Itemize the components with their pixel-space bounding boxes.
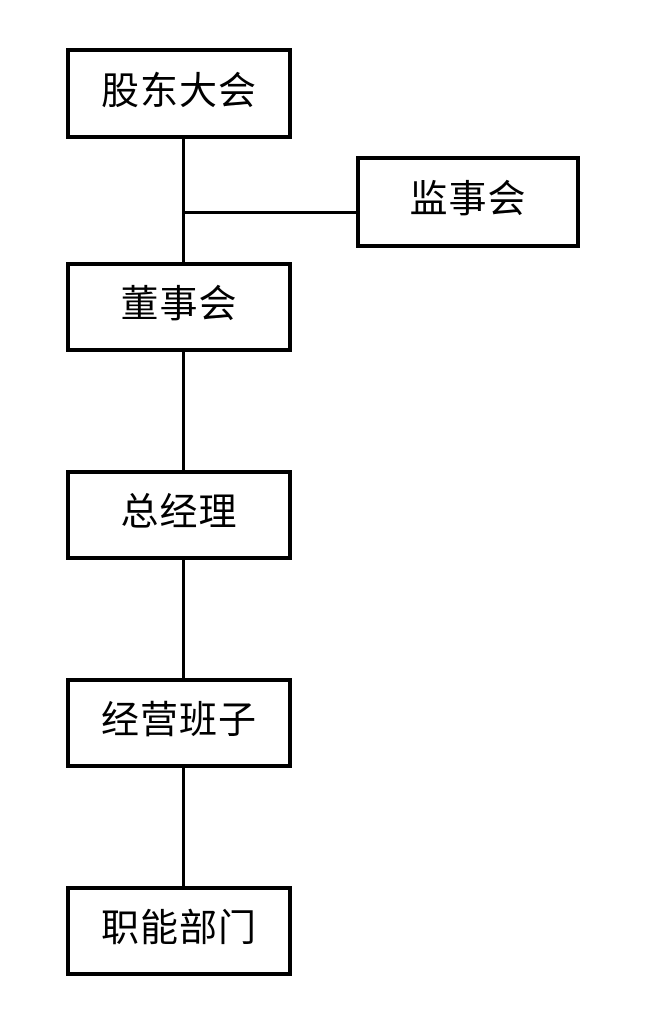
connector-manager-to-team (182, 558, 185, 680)
node-functional-departments[interactable]: 职能部门 (66, 886, 292, 976)
connector-shareholders-to-directors (182, 137, 185, 264)
node-shareholders-meeting[interactable]: 股东大会 (66, 48, 292, 139)
node-label-board-of-supervisors: 监事会 (409, 177, 527, 221)
node-board-of-directors[interactable]: 董事会 (66, 262, 292, 352)
node-label-shareholders-meeting: 股东大会 (100, 68, 257, 113)
node-board-of-supervisors[interactable]: 监事会 (356, 156, 580, 248)
node-management-team[interactable]: 经营班子 (66, 678, 292, 768)
node-label-board-of-directors: 董事会 (120, 282, 238, 326)
connector-trunk-to-supervisors (182, 211, 359, 214)
node-label-management-team: 经营班子 (100, 698, 257, 742)
node-label-functional-departments: 职能部门 (100, 906, 257, 950)
node-label-general-manager: 总经理 (120, 490, 238, 534)
connector-directors-to-manager (182, 350, 185, 472)
connector-team-to-departments (182, 766, 185, 888)
node-general-manager[interactable]: 总经理 (66, 470, 292, 560)
